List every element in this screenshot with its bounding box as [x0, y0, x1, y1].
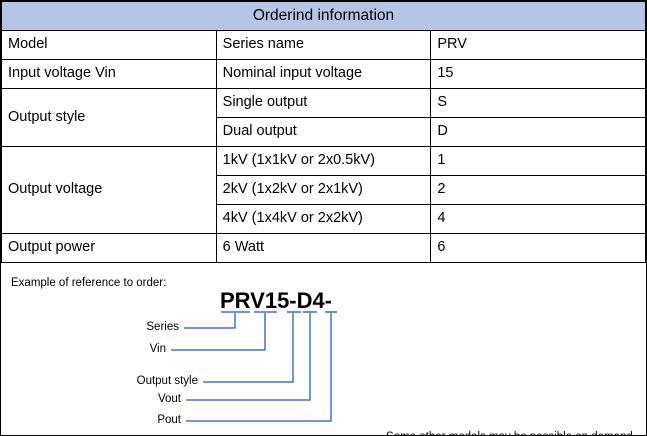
example-reference-label: Example of reference to order:	[11, 277, 167, 289]
ordering-information-table: Orderind information Model Series name P…	[1, 1, 646, 263]
row-code-output-voltage-4kv: 4	[430, 204, 646, 234]
row-desc-single-output: Single output	[215, 88, 432, 118]
leader-vin	[171, 313, 266, 351]
leader-series	[184, 313, 236, 329]
diagram-footnote: Some other models may be possible on dem…	[386, 431, 636, 435]
row-desc-output-voltage-1kv: 1kV (1x1kV or 2x0.5kV)	[215, 146, 432, 176]
row-label-input-voltage: Input voltage Vin	[1, 59, 217, 89]
part-number-clip-mask	[331, 285, 646, 315]
table-row: Dual output D	[2, 117, 646, 147]
row-desc-model: Series name	[215, 30, 432, 60]
row-desc-dual-output: Dual output	[215, 117, 432, 147]
row-desc-output-power: 6 Watt	[215, 233, 432, 263]
table-row: Output style Single output S	[1, 88, 646, 147]
row-code-model: PRV	[430, 30, 646, 60]
row-desc-input-voltage: Nominal input voltage	[215, 59, 432, 89]
row-label-output-style: Output style	[1, 88, 217, 147]
row-desc-output-voltage-2kv: 2kV (1x2kV or 2x1kV)	[215, 175, 432, 205]
part-number-breakdown-diagram: Example of reference to order: PRV15-D4-…	[1, 263, 646, 435]
leader-pout	[186, 313, 332, 422]
row-label-model: Model	[1, 30, 217, 60]
row-code-dual-output: D	[430, 117, 646, 147]
example-part-number: PRV15-D4-6	[220, 288, 345, 313]
row-code-input-voltage: 15	[430, 59, 646, 89]
table-title-row: Orderind information	[1, 1, 646, 31]
leader-label-vout: Vout	[157, 393, 181, 405]
row-code-output-voltage-1kv: 1	[430, 146, 646, 176]
table-row: Output voltage 1kV (1x1kV or 2x0.5kV) 1	[1, 146, 646, 234]
row-label-output-power: Output power	[1, 233, 217, 263]
leader-label-output-style: Output style	[136, 375, 198, 387]
row-label-output-voltage: Output voltage	[1, 146, 217, 234]
leader-label-pout: Pout	[157, 414, 181, 426]
leader-label-series: Series	[146, 321, 179, 333]
leader-lines	[171, 311, 337, 422]
row-code-output-voltage-2kv: 2	[430, 175, 646, 205]
table-row: Output power 6 Watt 6	[1, 233, 646, 263]
row-desc-output-voltage-4kv: 4kV (1x4kV or 2x2kV)	[215, 204, 432, 234]
table-row: 4kV (1x4kV or 2x2kV) 4	[2, 204, 646, 234]
leader-vout	[186, 313, 311, 401]
row-code-output-power: 6	[430, 233, 646, 263]
table-row: Input voltage Vin Nominal input voltage …	[1, 59, 646, 89]
leader-output-style	[203, 313, 294, 383]
table-row: Model Series name PRV	[1, 30, 646, 60]
leader-label-vin: Vin	[149, 343, 166, 355]
row-code-single-output: S	[430, 88, 646, 118]
table-title: Orderind information	[1, 1, 646, 31]
